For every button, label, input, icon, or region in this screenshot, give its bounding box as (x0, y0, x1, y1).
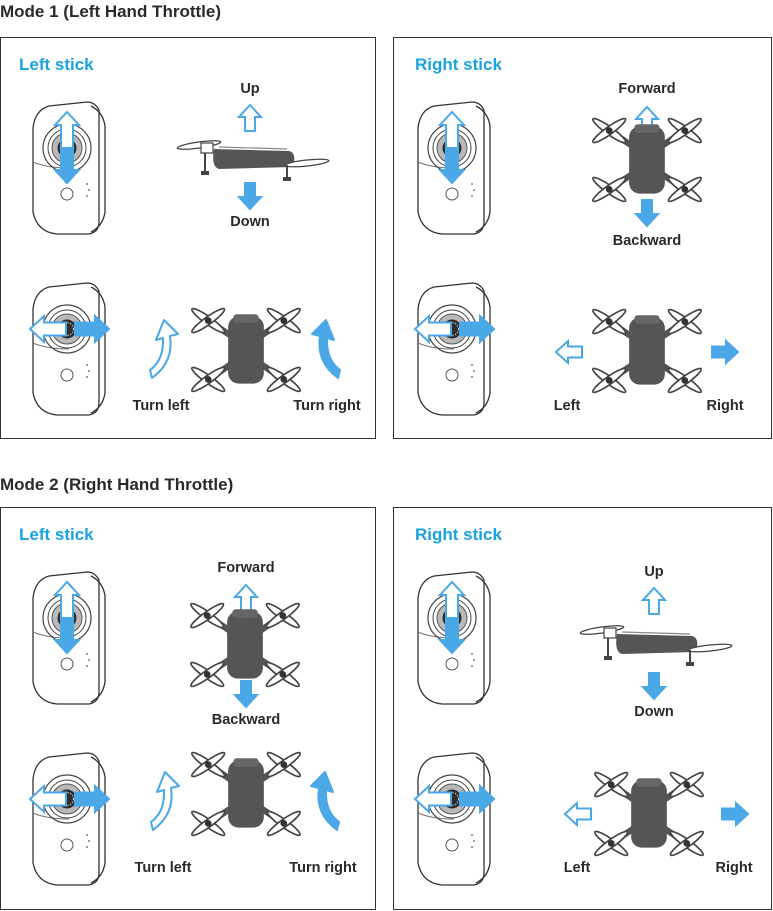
arrow-left-icon (413, 783, 452, 815)
joystick-icon (417, 752, 491, 886)
label-turn-right: Turn right (289, 860, 357, 876)
arrow-left-icon (28, 783, 67, 815)
panel-diagram (413, 101, 740, 416)
rotate-left-icon (150, 771, 180, 831)
label-down: Down (634, 704, 674, 720)
mode-2-left-stick-panel: Left stick Forward Backward Turn left Tu… (0, 507, 376, 910)
arrow-right-icon (74, 313, 111, 345)
mode-1-title: Mode 1 (Left Hand Throttle) (0, 2, 221, 21)
joystick-icon (32, 282, 106, 416)
label-turn-left: Turn left (132, 398, 190, 414)
drone-top-icon (190, 307, 302, 393)
rotate-left-icon (149, 319, 179, 379)
arrow-right-icon (711, 338, 740, 366)
mode-2-right-stick-panel: Right stick Up Down Left Right (393, 507, 772, 910)
panel-title: Left stick (19, 55, 94, 74)
arrow-up-icon (437, 110, 467, 149)
arrow-up-icon (236, 103, 264, 132)
arrow-down-icon (633, 199, 661, 228)
arrow-down-icon (52, 148, 82, 185)
label-up: Up (240, 81, 260, 97)
mode-2-title: Mode 2 (Right Hand Throttle) (0, 475, 234, 494)
rotate-right-icon (310, 771, 340, 831)
joystick-icon (32, 752, 106, 886)
panel-title: Right stick (415, 525, 502, 544)
mode-1-left-stick-panel: Left stick Up Down Turn left Turn right (0, 37, 376, 439)
arrow-up-icon (232, 583, 260, 612)
arrow-left-icon (413, 313, 452, 345)
label-right: Right (706, 398, 744, 414)
panel-diagram (28, 101, 341, 416)
drone-top-icon (591, 117, 703, 203)
arrow-down-icon (437, 148, 467, 185)
label-left: Left (553, 398, 581, 414)
drone-top-icon (591, 308, 703, 394)
mode-1-right-stick-panel: Right stick Forward Backward Left Right (393, 37, 772, 439)
label-backward: Backward (211, 712, 281, 728)
panel-diagram (413, 571, 750, 886)
arrow-up-icon (52, 580, 82, 619)
arrow-right-icon (459, 783, 496, 815)
arrow-up-icon (52, 110, 82, 149)
label-forward: Forward (618, 81, 676, 97)
arrow-up-icon (437, 580, 467, 619)
arrow-down-icon (236, 182, 264, 211)
arrow-down-icon (640, 672, 668, 701)
label-down: Down (230, 214, 270, 230)
label-turn-left: Turn left (134, 860, 192, 876)
label-turn-right: Turn right (293, 398, 361, 414)
label-forward: Forward (217, 560, 275, 576)
panel-title: Right stick (415, 55, 502, 74)
label-left: Left (563, 860, 591, 876)
arrow-right-icon (74, 783, 111, 815)
arrow-right-icon (459, 313, 496, 345)
drone-side-icon (579, 625, 733, 666)
arrow-left-icon (563, 800, 592, 828)
drone-top-icon (593, 771, 705, 857)
arrow-left-icon (554, 338, 583, 366)
panel-title: Left stick (19, 525, 94, 544)
arrow-right-icon (721, 800, 750, 828)
panel-diagram (28, 571, 340, 886)
arrow-down-icon (52, 618, 82, 655)
arrow-down-icon (437, 618, 467, 655)
label-up: Up (644, 564, 664, 580)
arrow-up-icon (640, 586, 668, 615)
drone-side-icon (176, 140, 330, 181)
arrow-down-icon (232, 680, 260, 709)
arrow-left-icon (28, 313, 67, 345)
label-backward: Backward (612, 233, 682, 249)
label-right: Right (715, 860, 753, 876)
joystick-icon (417, 282, 491, 416)
drone-top-icon (189, 602, 301, 688)
drone-top-icon (190, 751, 302, 837)
rotate-right-icon (311, 319, 341, 379)
